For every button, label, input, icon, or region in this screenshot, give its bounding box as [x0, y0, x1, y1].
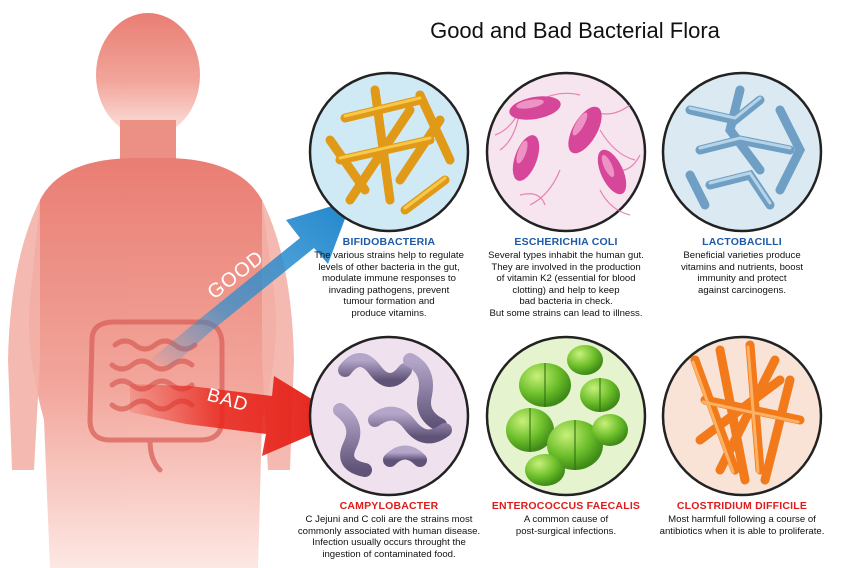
card-bifidobacteria: BIFIDOBACTERIA The various strains help …: [297, 236, 481, 320]
bacteria-description: Most harmfull following a course of anti…: [659, 514, 825, 537]
card-lactobacilli: LACTOBACILLI Beneficial varieties produc…: [650, 236, 834, 296]
bacteria-description: Beneficial varieties produce vitamins an…: [680, 250, 804, 296]
bifidobacteria-illustration: [308, 71, 470, 233]
campylobacter-illustration: [308, 335, 470, 497]
bacteria-description: Several types inhabit the human gut. The…: [488, 250, 644, 319]
escherichia-coli-illustration: [485, 71, 647, 233]
bacteria-name: CLOSTRIDIUM DIFFICILE: [676, 500, 808, 512]
page-title: Good and Bad Bacterial Flora: [430, 18, 720, 43]
bacteria-description: C Jejuni and C coli are the strains most…: [297, 514, 481, 560]
card-campylobacter: CAMPYLOBACTER C Jejuni and C coli are th…: [297, 500, 481, 560]
lactobacilli-illustration: [661, 71, 823, 233]
card-escherichia-coli: ESCHERICHIA COLI Several types inhabit t…: [474, 236, 658, 320]
bacteria-name: CAMPYLOBACTER: [339, 500, 439, 512]
card-clostridium-difficile: CLOSTRIDIUM DIFFICILE Most harmfull foll…: [650, 500, 834, 537]
bacteria-name: LACTOBACILLI: [702, 236, 782, 248]
enterococcus-faecalis-illustration: [485, 335, 647, 497]
bacteria-name: ENTEROCOCCUS FAECALIS: [491, 500, 641, 512]
card-enterococcus-faecalis: ENTEROCOCCUS FAECALIS A common cause of …: [474, 500, 658, 537]
bacteria-name: BIFIDOBACTERIA: [342, 236, 436, 248]
bacteria-description: A common cause of post-surgical infectio…: [515, 514, 617, 537]
clostridium-difficile-illustration: [661, 335, 823, 497]
bacteria-name: ESCHERICHIA COLI: [514, 236, 618, 248]
bad-arrow: BAD: [130, 376, 346, 456]
bacteria-description: The various strains help to regulate lev…: [314, 250, 464, 319]
